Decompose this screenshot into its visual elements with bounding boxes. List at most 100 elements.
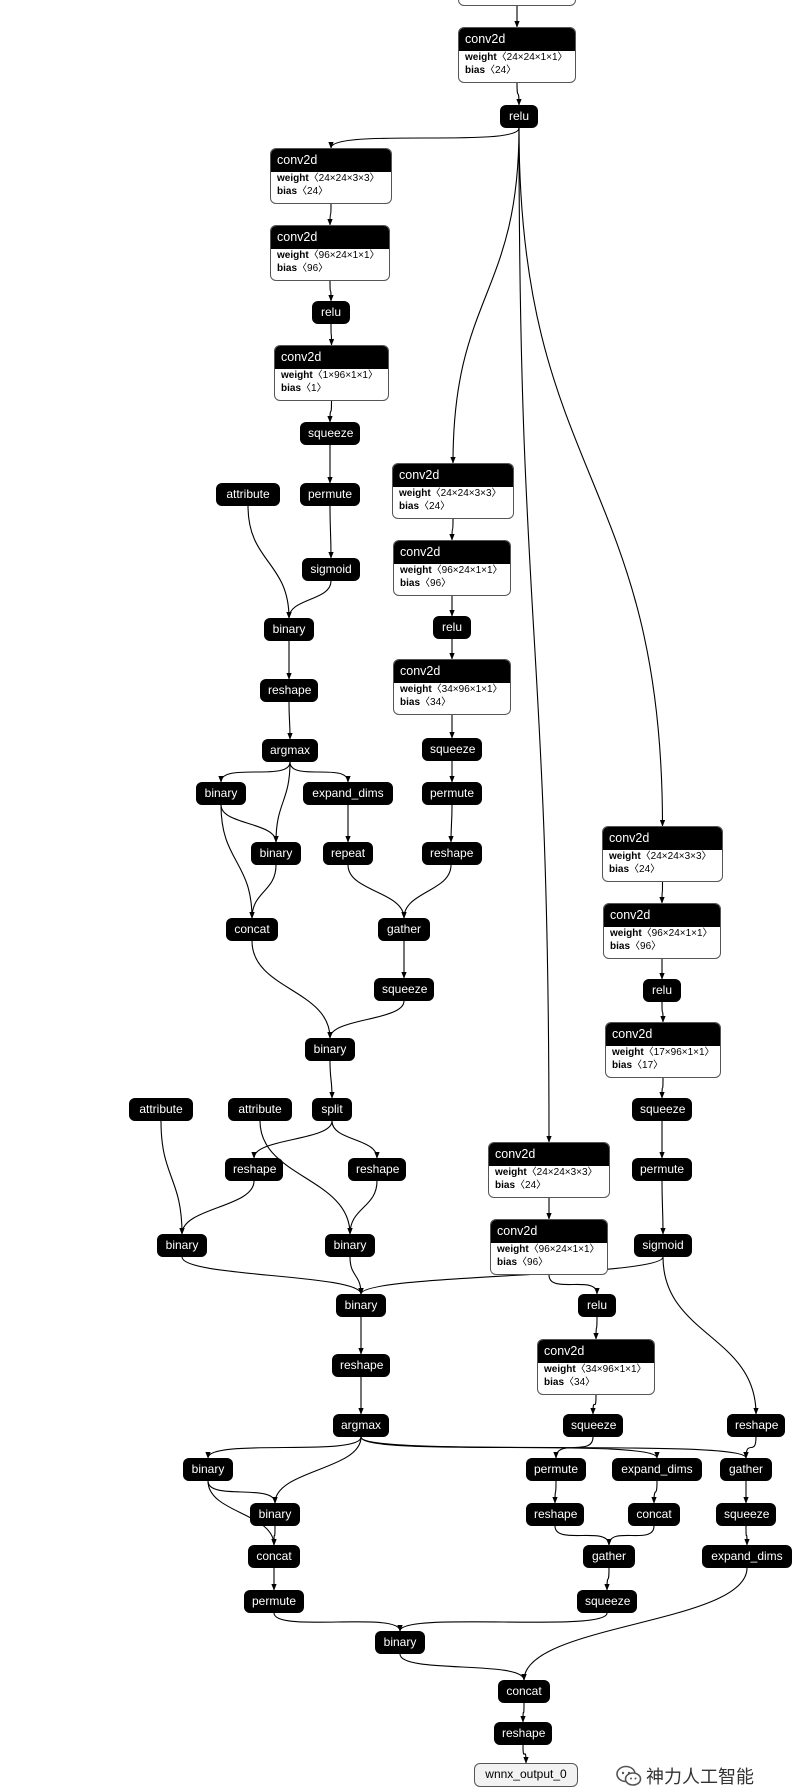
node-top_partial[interactable]: bias〈24〉 [458, 0, 576, 6]
param-key: weight [610, 928, 642, 939]
param-key: bias [399, 501, 420, 512]
node-attr2[interactable]: attribute [129, 1098, 193, 1121]
node-argmax1[interactable]: argmax [262, 739, 318, 762]
edge-expd2-to-concat3 [651, 1480, 658, 1504]
node-gather2[interactable]: gather [583, 1545, 635, 1568]
param-key: weight [609, 851, 641, 862]
node-concat4[interactable]: concat [498, 1680, 550, 1703]
node-param: bias〈24〉 [489, 1179, 609, 1192]
node-bin2[interactable]: binary [196, 782, 246, 805]
node-resh6[interactable]: reshape [422, 842, 480, 865]
node-split1[interactable]: split [312, 1098, 352, 1121]
edge-resh3-to-bin5 [179, 1180, 255, 1235]
node-sq4[interactable]: squeeze [632, 1098, 692, 1121]
node-concat3[interactable]: concat [628, 1503, 680, 1526]
node-relu1[interactable]: relu [500, 105, 538, 128]
node-expd1[interactable]: expand_dims [303, 782, 393, 805]
node-bin3[interactable]: binary [251, 842, 301, 865]
node-sq7[interactable]: squeeze [716, 1503, 776, 1526]
node-perm3[interactable]: permute [632, 1158, 692, 1181]
node-sq1[interactable]: squeeze [300, 422, 360, 445]
node-bin8[interactable]: binary [183, 1458, 233, 1481]
node-relu5[interactable]: relu [578, 1294, 616, 1317]
node-param: weight〈24×24×1×1〉 [459, 51, 575, 64]
edge-argmax1-to-bin3 [273, 761, 291, 843]
node-param: weight〈24×24×3×3〉 [271, 172, 391, 185]
node-bin7[interactable]: binary [336, 1294, 386, 1317]
node-relu2[interactable]: relu [312, 301, 350, 324]
node-title: conv2d [393, 464, 513, 487]
node-sig1[interactable]: sigmoid [302, 558, 360, 581]
node-sq2[interactable]: squeeze [422, 738, 482, 761]
node-sig2[interactable]: sigmoid [634, 1234, 692, 1257]
edge-c13-to-sq5 [590, 1394, 597, 1415]
node-argmax2[interactable]: argmax [333, 1414, 389, 1437]
node-resh9[interactable]: reshape [494, 1722, 552, 1745]
node-concat1[interactable]: concat [226, 918, 278, 941]
node-bin9[interactable]: binary [250, 1503, 300, 1526]
node-title: conv2d [394, 660, 510, 683]
node-param: bias〈34〉 [394, 696, 510, 709]
param-key: weight [495, 1167, 527, 1178]
node-perm4[interactable]: permute [244, 1590, 304, 1613]
node-resh1[interactable]: reshape [260, 679, 318, 702]
node-param: bias〈96〉 [394, 577, 510, 590]
node-resh8[interactable]: reshape [727, 1414, 785, 1437]
node-param: bias〈96〉 [491, 1256, 607, 1269]
node-attr3[interactable]: attribute [228, 1098, 292, 1121]
edge-concat1-to-bin4 [251, 940, 333, 1039]
param-value: 〈96〉 [297, 263, 329, 274]
node-rep1[interactable]: repeat [323, 842, 373, 865]
node-perm2[interactable]: permute [422, 782, 482, 805]
node-output[interactable]: wnnx_output_0 [474, 1763, 578, 1787]
node-expd3[interactable]: expand_dims [702, 1545, 792, 1568]
node-bin1[interactable]: binary [264, 618, 314, 641]
node-param: weight〈1×96×1×1〉 [275, 369, 388, 382]
node-sq5[interactable]: squeeze [563, 1414, 623, 1437]
node-attr1[interactable]: attribute [216, 483, 280, 506]
node-bin5[interactable]: binary [157, 1234, 207, 1257]
node-relu3[interactable]: relu [433, 616, 471, 639]
node-expd2[interactable]: expand_dims [612, 1458, 702, 1481]
node-relu4[interactable]: relu [643, 979, 681, 1002]
node-sq6[interactable]: squeeze [577, 1590, 637, 1613]
node-sq3[interactable]: squeeze [374, 978, 434, 1001]
node-bin6[interactable]: binary [325, 1234, 375, 1257]
node-resh5[interactable]: reshape [332, 1354, 390, 1377]
node-param: weight〈96×24×1×1〉 [394, 564, 510, 577]
node-resh3[interactable]: reshape [225, 1158, 283, 1181]
node-bin10[interactable]: binary [375, 1631, 425, 1654]
node-resh7[interactable]: reshape [526, 1503, 584, 1526]
edge-argmax1-to-expd1 [289, 761, 351, 783]
node-gather3[interactable]: gather [720, 1458, 772, 1481]
node-gather1[interactable]: gather [378, 918, 430, 941]
node-bin4[interactable]: binary [305, 1038, 355, 1061]
node-resh4[interactable]: reshape [348, 1158, 406, 1181]
param-key: bias [609, 864, 630, 875]
param-value: 〈96×24×1×1〉 [528, 1244, 600, 1255]
node-param: bias〈24〉 [271, 185, 391, 198]
node-param: weight〈34×96×1×1〉 [538, 1363, 654, 1376]
param-value: 〈24〉 [515, 1180, 547, 1191]
node-concat2[interactable]: concat [248, 1545, 300, 1568]
node-perm5[interactable]: permute [526, 1458, 586, 1481]
param-value: 〈96〉 [630, 941, 662, 952]
node-perm1[interactable]: permute [300, 483, 360, 506]
node-title: conv2d [603, 827, 722, 850]
edge-relu1-to-c11 [518, 127, 552, 1143]
